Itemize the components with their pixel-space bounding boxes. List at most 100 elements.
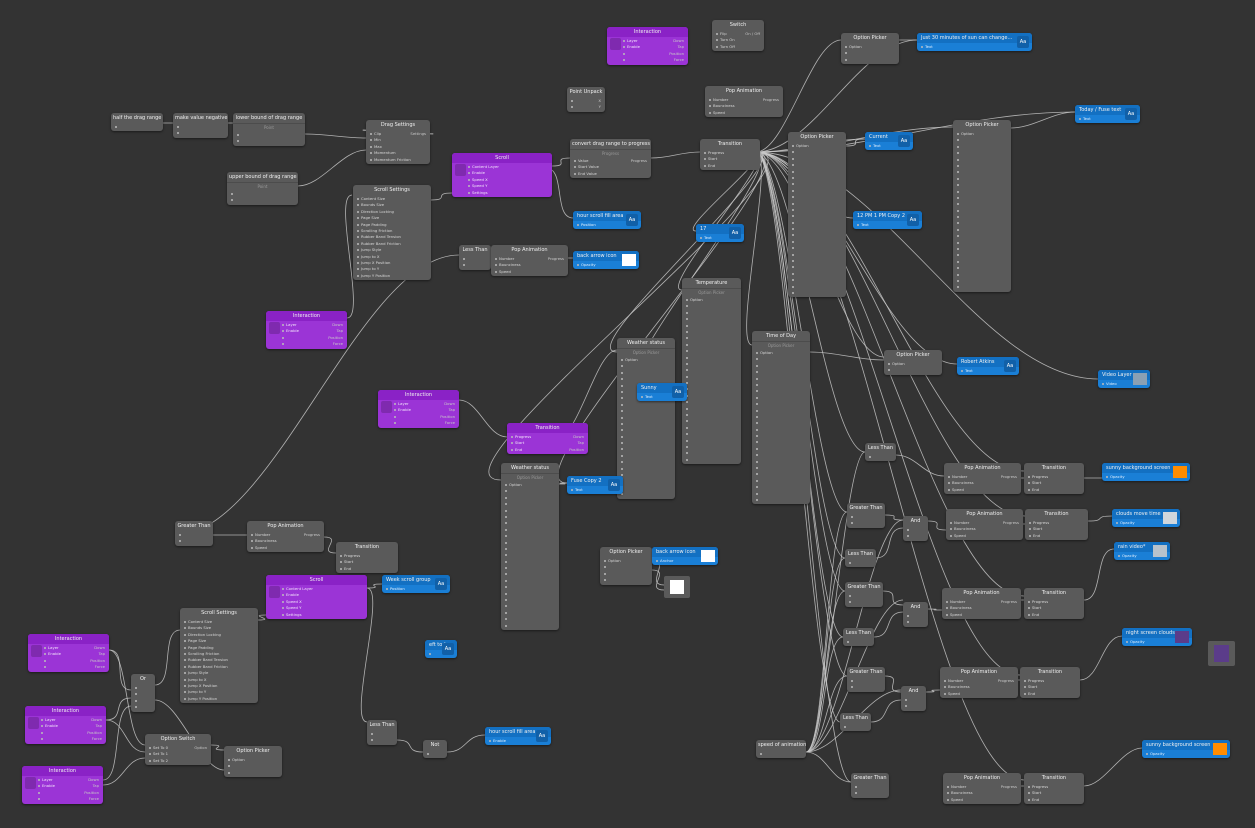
port-icon[interactable] [1024,692,1026,695]
port-row[interactable]: Page Padding [180,645,258,651]
port-icon[interactable] [957,279,959,282]
port-row[interactable] [788,201,846,207]
port-row[interactable]: Speed [944,487,1021,493]
port-icon[interactable] [1028,786,1030,788]
port-row[interactable] [682,438,741,444]
port-row[interactable]: Bounds Size [180,625,258,631]
port-row[interactable] [501,488,559,494]
port-icon[interactable] [371,739,373,742]
port-row[interactable]: Start [1020,684,1080,690]
port-row[interactable] [682,380,741,386]
port-row[interactable] [752,414,810,420]
port-icon[interactable] [641,396,643,398]
port-icon[interactable] [394,409,396,412]
port-icon[interactable] [370,133,372,135]
node-not-node[interactable]: Not [423,740,447,759]
port-row[interactable]: Position [34,790,103,796]
port-icon[interactable] [946,601,948,603]
port-row[interactable] [953,278,1011,284]
port-row[interactable]: Text [567,487,623,493]
port-icon[interactable] [184,621,186,623]
port-row[interactable]: Page Size [180,638,258,644]
port-row[interactable]: End [336,566,398,572]
port-icon[interactable] [370,152,372,155]
port-row[interactable] [682,361,741,367]
port-row[interactable]: Progress [336,553,398,559]
port-row[interactable] [617,408,675,414]
node-less-than-3[interactable]: Less Than [845,549,876,568]
port-icon[interactable] [505,547,507,550]
port-icon[interactable] [792,266,794,269]
port-icon[interactable] [357,198,359,200]
node-greater-than-3[interactable]: Greater Than [845,582,883,607]
port-row[interactable]: Speed Y [278,605,367,611]
port-icon[interactable] [686,343,688,346]
port-row[interactable] [617,427,675,433]
port-icon[interactable] [357,210,359,213]
port-icon[interactable] [282,600,284,603]
port-row[interactable]: Scrolling Friction [353,228,431,234]
port-row[interactable]: Jump to X [180,677,258,683]
port-row[interactable] [227,191,298,197]
port-row[interactable] [501,540,559,546]
port-row[interactable] [752,459,810,465]
port-icon[interactable] [957,171,959,174]
port-row[interactable]: End [1024,797,1084,803]
port-icon[interactable] [282,330,284,333]
node-and-1[interactable]: And [903,516,928,541]
port-icon[interactable] [621,359,623,361]
port-row[interactable] [501,527,559,533]
port-icon[interactable] [704,158,706,161]
port-icon[interactable] [44,647,46,649]
port-row[interactable]: Rubber Band Friction [180,664,258,670]
port-icon[interactable] [1028,613,1030,616]
port-icon[interactable] [792,272,794,275]
port-row[interactable] [752,382,810,388]
port-icon[interactable] [756,498,758,501]
port-row[interactable]: Rubber Band Tension [353,234,431,240]
port-icon[interactable] [716,33,718,35]
port-row[interactable]: Position [390,414,459,420]
port-row[interactable] [617,466,675,472]
port-icon[interactable] [756,428,758,431]
port-icon[interactable] [957,203,959,206]
port-row[interactable]: End [1025,533,1088,539]
port-icon[interactable] [574,166,576,169]
port-icon[interactable] [686,382,688,385]
port-icon[interactable] [623,46,625,49]
port-row[interactable]: Momentum [366,150,430,156]
port-row[interactable]: Anchor [652,558,718,564]
node-greater-than-4[interactable]: Greater Than [847,667,885,692]
port-row[interactable] [752,388,810,394]
port-icon[interactable] [957,222,959,225]
port-row[interactable] [953,240,1011,246]
port-icon[interactable] [686,375,688,378]
port-row[interactable]: Opacity [1122,639,1192,645]
port-icon[interactable] [44,659,46,662]
port-row[interactable] [682,425,741,431]
port-row[interactable]: Start [700,156,760,162]
port-icon[interactable] [1029,522,1031,524]
port-row[interactable] [752,395,810,401]
port-icon[interactable] [511,442,513,445]
port-row[interactable]: Text [1075,116,1140,122]
port-row[interactable]: Bounciness [940,684,1018,690]
port-icon[interactable] [947,786,949,788]
port-icon[interactable] [756,377,758,380]
port-row[interactable] [617,472,675,478]
port-row[interactable] [752,427,810,433]
port-icon[interactable] [1028,482,1030,485]
